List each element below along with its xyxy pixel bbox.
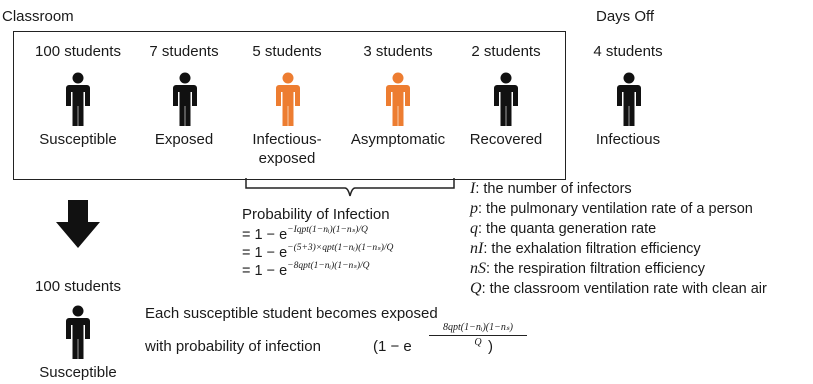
group-count-days-off: 4 students — [593, 43, 663, 60]
group-label-exposed: Exposed — [154, 131, 214, 148]
classroom-label: Classroom — [2, 8, 74, 25]
group-label-days-off: Infectious — [595, 131, 661, 148]
person-icon-recovered — [491, 72, 521, 128]
legend-item-Q: Q: the classroom ventilation rate with c… — [470, 280, 767, 297]
group-label-infectious-exposed-2: exposed — [258, 150, 316, 167]
person-icon-result — [63, 305, 93, 361]
formula-close: ) — [488, 338, 493, 355]
group-count-susceptible: 100 students — [35, 43, 121, 60]
probability-line-1: = 1 − e−Iqpt(1−nᵢ)(1−nₛ)/Q — [242, 225, 368, 243]
group-label-susceptible: Susceptible — [39, 131, 117, 148]
result-label: Susceptible — [39, 364, 117, 381]
legend-item-p: p: the pulmonary ventilation rate of a p… — [470, 200, 753, 217]
formula-open: (1 − e — [373, 338, 412, 355]
result-line-2: with probability of infection — [145, 338, 321, 355]
group-count-exposed: 7 students — [149, 43, 219, 60]
group-label-recovered: Recovered — [469, 131, 543, 148]
legend-item-I: I: the number of infectors — [470, 180, 632, 197]
legend-item-nI: nI: the exhalation filtration efficiency — [470, 240, 701, 257]
fraction-numerator: 8qpt(1−nᵢ)(1−nₛ) — [443, 322, 513, 333]
result-count: 100 students — [35, 278, 121, 295]
group-count-recovered: 2 students — [471, 43, 541, 60]
group-label-infectious-exposed: Infectious- — [252, 131, 322, 148]
fraction-denominator: Q — [474, 337, 482, 348]
group-label-asymptomatic: Asymptomatic — [350, 131, 446, 148]
days-off-label: Days Off — [596, 8, 655, 25]
person-icon-exposed — [170, 72, 200, 128]
down-arrow-icon — [56, 200, 100, 248]
legend-item-nS: nS: the respiration filtration efficienc… — [470, 260, 705, 277]
curly-brace — [245, 178, 455, 197]
person-icon-susceptible — [63, 72, 93, 128]
person-icon-days-off — [614, 72, 644, 128]
group-count-infectious-exposed: 5 students — [252, 43, 322, 60]
legend-item-q: q: the quanta generation rate — [470, 220, 657, 237]
formula-fraction: 8qpt(1−nᵢ)(1−nₛ) Q — [423, 322, 533, 349]
classroom-box — [13, 31, 566, 180]
result-line-1: Each susceptible student becomes exposed — [145, 305, 438, 322]
person-icon-infectious-exposed — [273, 72, 303, 128]
probability-line-3: = 1 − e−8qpt(1−nᵢ)(1−nₛ)/Q — [242, 261, 370, 279]
probability-heading: Probability of Infection — [242, 206, 390, 223]
person-icon-asymptomatic — [383, 72, 413, 128]
probability-line-2: = 1 − e−(5+3)×qpt(1−nᵢ)(1−nₛ)/Q — [242, 243, 394, 261]
group-count-asymptomatic: 3 students — [363, 43, 433, 60]
